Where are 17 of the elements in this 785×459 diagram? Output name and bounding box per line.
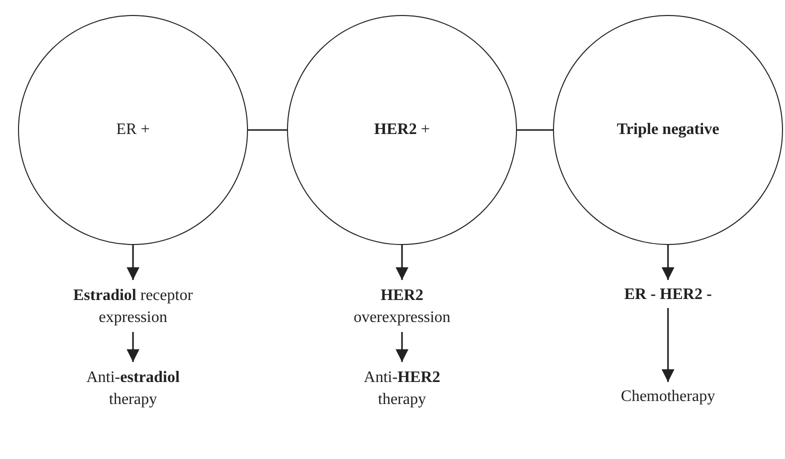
arrow [662, 245, 674, 280]
node-text: Chemotherapy [620, 387, 716, 407]
circle-label: Triple negative [616, 120, 720, 140]
arrow [396, 332, 408, 362]
arrow [662, 308, 674, 382]
node-text: Anti-HER2 therapy [362, 368, 442, 410]
node-text: Anti-estradiol therapy [85, 368, 181, 410]
arrow [396, 245, 408, 280]
connector-line [517, 129, 553, 131]
node-text: Estradiol receptor expression [72, 286, 194, 328]
connector-line [248, 129, 287, 131]
arrow [126, 245, 140, 280]
circle-label: HER2 + [374, 120, 430, 140]
node-text: ER - HER2 - [624, 285, 712, 305]
node-text: HER2 overexpression [352, 286, 452, 328]
arrow [126, 332, 140, 362]
circle-label: ER + [116, 120, 150, 140]
